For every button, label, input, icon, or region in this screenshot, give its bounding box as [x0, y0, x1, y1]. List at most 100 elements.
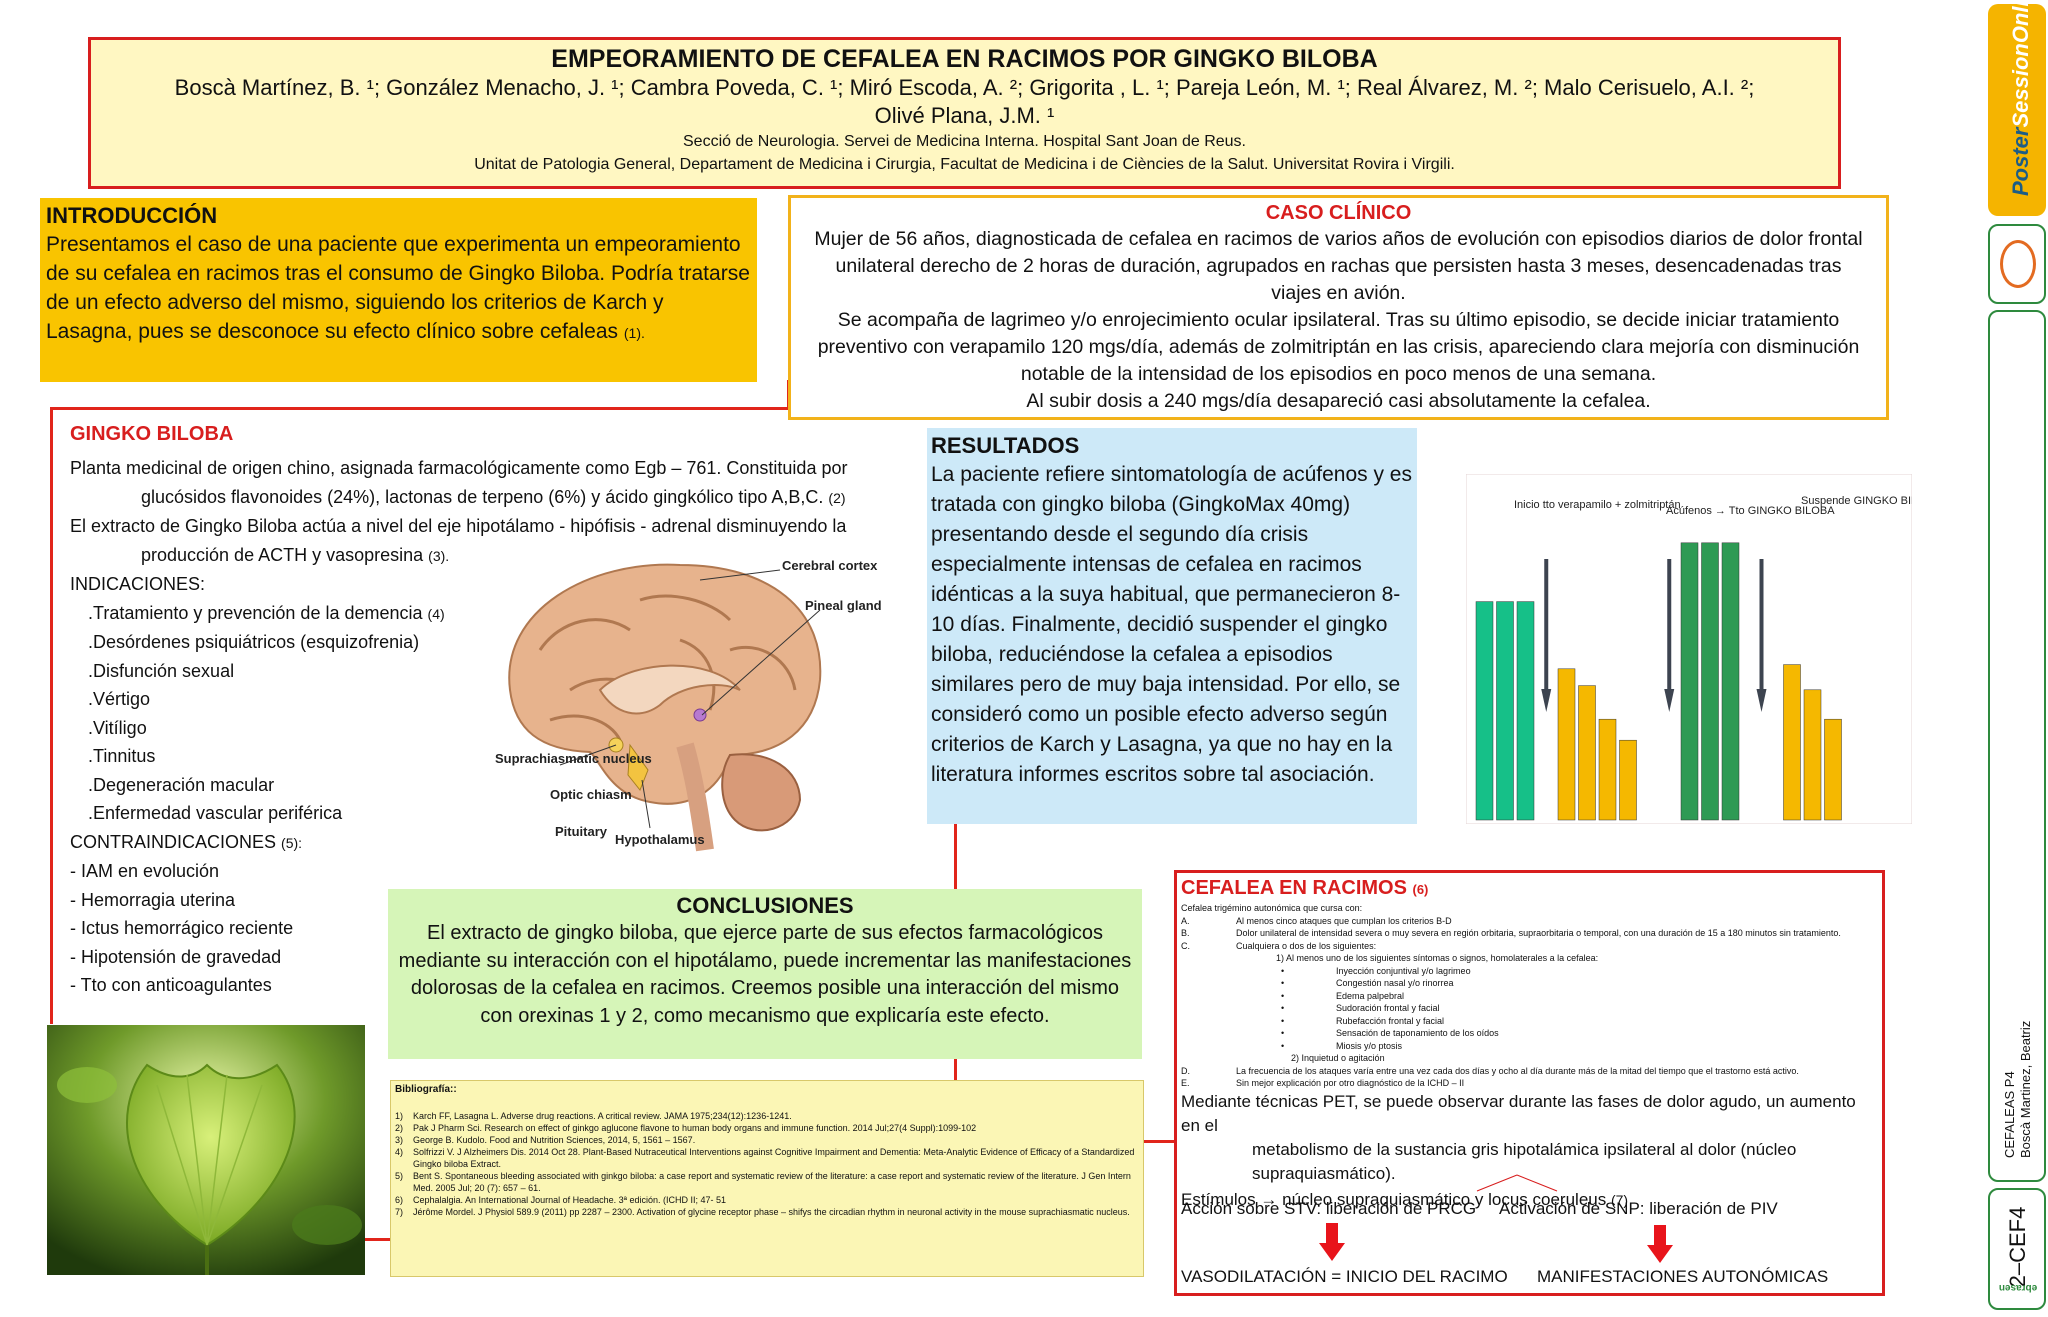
- annotation-2: Acúfenos → Tto GINGKO BILOBA: [1666, 505, 1835, 517]
- intro-section: INTRODUCCIÓN Presentamos el caso de una …: [40, 198, 757, 382]
- label-hypothalamus: Hypothalamus: [615, 832, 705, 847]
- label-pineal: Pineal gland: [805, 598, 882, 613]
- criterion-c1: 1) Al menos uno de los siguientes síntom…: [1276, 953, 1599, 963]
- connector-line: [365, 1238, 391, 1241]
- intro-text: Presentamos el caso de una paciente que …: [46, 233, 750, 343]
- poster-title: EMPEORAMIENTO DE CEFALEA EN RACIMOS POR …: [551, 45, 1378, 73]
- ginkgo-heading: GINGKO BILOBA: [70, 423, 234, 445]
- criterion: E.Sin mejor explicación por otro diagnós…: [1181, 1078, 1465, 1088]
- author-label: Boscà Martinez, Beatriz: [2018, 1020, 2033, 1158]
- caso-clinico-section: CASO CLÍNICO Mujer de 56 años, diagnosti…: [788, 195, 1889, 420]
- list-item: •Miosis y/o ptosis: [1281, 1040, 1403, 1051]
- affiliation-1: Secció de Neurologia. Servei de Medicina…: [683, 133, 1246, 150]
- indicaciones-list: .Tratamiento y prevención de la demencia…: [70, 599, 910, 828]
- activacion-snp: Activación de SNP: liberación de PIV: [1499, 1199, 1778, 1218]
- connector-line: [50, 407, 53, 1024]
- chart-bar: [1496, 601, 1514, 821]
- authors: Boscà Martínez, B. ¹; González Menacho, …: [174, 75, 1755, 128]
- chart-bar: [1803, 689, 1822, 821]
- chart-bar: [1680, 542, 1699, 821]
- connector-line: [954, 824, 957, 889]
- ginkgo-leaf-photo: [47, 1025, 365, 1275]
- list-item: .Enfermedad vascular periférica: [88, 803, 343, 823]
- annotation-1: Inicio tto verapamilo + zolmitriptán: [1514, 499, 1681, 511]
- criteria-list: A.Al menos cinco ataques que cumplan los…: [1181, 915, 1878, 1090]
- criterion: B.Dolor unilateral de intensidad severa …: [1181, 928, 1841, 938]
- sidebar: PosterSessionOnline CEFALEAS P4 Boscà Ma…: [1985, 0, 2048, 1317]
- accion-stv: Acción sobre STV: liberación de PRCG: [1181, 1199, 1477, 1218]
- cefalea-intro: Cefalea trigémino autonómica que cursa c…: [1181, 903, 1363, 913]
- annotation-3: Suspende GINGKO BILOBA: [1801, 495, 1912, 507]
- manifestaciones: MANIFESTACIONES AUTONÓMICAS: [1537, 1267, 1829, 1286]
- list-item: - Ictus hemorrágico reciente: [70, 918, 294, 938]
- list-item: •Sudoración frontal y facial: [1281, 1003, 1440, 1013]
- caso-paragraph-3: Al subir dosis a 240 mgs/día desapareció…: [1026, 390, 1651, 412]
- list-item: .Tinnitus: [88, 746, 156, 766]
- logo-icon: [2000, 240, 2036, 288]
- list-item: .Vértigo: [88, 689, 151, 709]
- chart-bar: [1721, 542, 1740, 821]
- evolution-bar-chart: Inicio tto verapamilo + zolmitriptán Acú…: [1466, 474, 1912, 824]
- list-item: - Hemorragia uterina: [70, 889, 236, 910]
- cefalea-section: CEFALEA EN RACIMOS (6) Cefalea trigémino…: [1174, 870, 1885, 1296]
- list-item: - Tto con anticoagulantes: [70, 975, 272, 995]
- bibliografia-list: 1)Karch FF, Lasagna L. Adverse drug reac…: [395, 1110, 1139, 1218]
- title-block: EMPEORAMIENTO DE CEFALEA EN RACIMOS POR …: [88, 37, 1841, 189]
- list-item: .Disfunción sexual: [88, 660, 235, 681]
- bibliografia-heading: Bibliografía::: [395, 1084, 457, 1095]
- down-arrow-icon: [1319, 1223, 1345, 1261]
- arrow-right-icon: →: [1260, 1189, 1278, 1209]
- ginkgo-paragraph-2: El extracto de Gingko Biloba actúa a niv…: [70, 516, 847, 536]
- conclusiones-text: El extracto de gingko biloba, que ejerce…: [398, 922, 1132, 1027]
- bibliografia-section: Bibliografía:: 1)Karch FF, Lasagna L. Ad…: [390, 1080, 1144, 1277]
- list-item: .Desórdenes psiquiátricos (esquizofrenia…: [88, 632, 420, 652]
- label-scn: Suprachiasmatic nucleus: [495, 751, 652, 766]
- signs-list: •Inyección conjuntival y/o lagrimeo •Con…: [1181, 965, 1878, 1053]
- list-item: •Rubefacción frontal y facial: [1281, 1015, 1445, 1026]
- resultados-section: RESULTADOS La paciente refiere sintomato…: [927, 428, 1417, 824]
- reference-item: 6)Cephalalgia. An International Journal …: [395, 1195, 727, 1205]
- chart-arrow: [1756, 559, 1767, 712]
- reference-item: 7)Jérôme Mordel. J Physiol 589.9 (2011) …: [395, 1207, 1130, 1217]
- chart-arrow: [1541, 559, 1552, 712]
- list-item: .Vitíligo: [88, 717, 147, 738]
- connector-line: [954, 1059, 957, 1081]
- list-item: .Degeneración macular: [88, 774, 275, 795]
- category-label: CEFALEAS P4: [2002, 1071, 2017, 1158]
- resultados-heading: RESULTADOS: [931, 433, 1080, 458]
- label-optic: Optic chiasm: [550, 787, 632, 802]
- society-logo: [1988, 224, 2046, 304]
- list-item: •Sensación de taponamiento de los oídos: [1281, 1028, 1499, 1038]
- reference-item: 1)Karch FF, Lasagna L. Adverse drug reac…: [395, 1111, 792, 1121]
- chart-bar: [1701, 542, 1719, 821]
- chart-bar: [1598, 718, 1617, 821]
- poster-info-panel: CEFALEAS P4 Boscà Martinez, Beatriz: [1988, 310, 2046, 1182]
- chart-bar: [1619, 739, 1637, 821]
- list-item: •Edema palpebral: [1281, 990, 1405, 1001]
- conclusiones-heading: CONCLUSIONES: [676, 893, 854, 918]
- reference-item: 5)Bent S. Spontaneous bleeding associate…: [395, 1171, 1131, 1193]
- reference-item: 2)Pak J Pharm Sci. Research on effect of…: [395, 1123, 977, 1133]
- down-arrow-icon: [1647, 1225, 1673, 1263]
- footer-brand: ebrasen: [1998, 1282, 2038, 1293]
- chart-bar: [1557, 668, 1576, 821]
- contraindicaciones-list: - IAM en evolución - Hemorragia uterina …: [70, 857, 910, 1000]
- cefalea-heading: CEFALEA EN RACIMOS (6): [1181, 877, 1429, 899]
- criterion: A.Al menos cinco ataques que cumplan los…: [1181, 915, 1452, 926]
- resultados-text: La paciente refiere sintomatología de ac…: [931, 463, 1412, 786]
- poster-session-logo: PosterSessionOnline: [1988, 0, 2046, 216]
- connector-line: [50, 407, 790, 410]
- chart-bar: [1516, 601, 1535, 821]
- chart-bar: [1578, 685, 1596, 821]
- criterion-c2: 2) Inquietud o agitación: [1291, 1053, 1385, 1063]
- list-item: - IAM en evolución: [70, 861, 220, 881]
- chart-bar: [1475, 601, 1494, 821]
- caso-heading: CASO CLÍNICO: [1265, 202, 1412, 224]
- brain-illustration: Cerebral cortex Pineal gland Suprachiasm…: [495, 558, 882, 852]
- ginkgo-paragraph-1: Planta medicinal de origen chino, asigna…: [70, 458, 848, 478]
- conclusiones-section: CONCLUSIONES El extracto de gingko bilob…: [388, 889, 1142, 1059]
- list-item: •Congestión nasal y/o rinorrea: [1281, 978, 1454, 988]
- pet-paragraph: Mediante técnicas PET, se puede observar…: [1181, 1091, 1856, 1209]
- chart-bar: [1783, 664, 1801, 821]
- chart-bar: [1824, 718, 1842, 821]
